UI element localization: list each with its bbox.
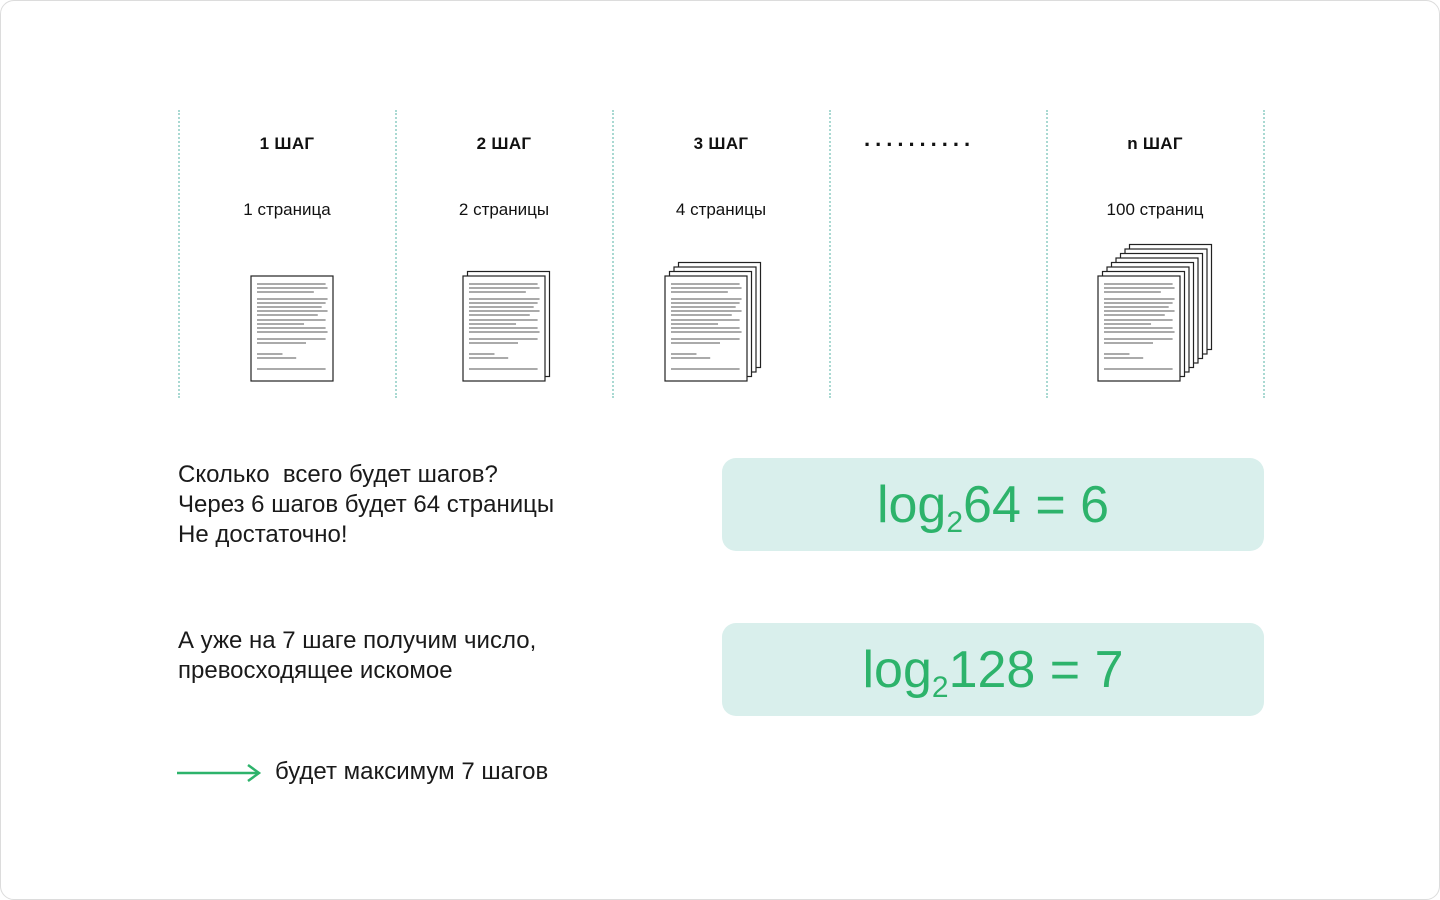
- step-title: 2 ШАГ: [476, 134, 532, 153]
- text-line: Не достаточно!: [178, 521, 348, 548]
- step-column-3: 3 ШАГ 4 страницы: [613, 110, 829, 398]
- step-column-2: 2 ШАГ 2 страницы: [396, 110, 612, 398]
- step-column-n: n ШАГ 100 страниц: [1047, 110, 1263, 398]
- column-divider: [612, 110, 614, 398]
- page-stack-icon: [664, 261, 762, 382]
- formula-rest: 128 = 7: [948, 640, 1124, 699]
- column-divider: [1263, 110, 1265, 398]
- log-text: log: [876, 475, 947, 534]
- arrow-right-icon: [177, 763, 262, 783]
- conclusion-row: будет максимум 7 шагов: [176, 756, 596, 790]
- step-title: n ШАГ: [1127, 134, 1183, 153]
- step-pages-label: 2 страницы: [458, 200, 550, 219]
- question-text: Сколько всего будет шагов? Через 6 шагов…: [178, 460, 554, 550]
- page-stack-icon: [462, 270, 551, 382]
- column-divider: [1046, 110, 1048, 398]
- page-sheet: [250, 275, 334, 382]
- formula-box-1: log264 = 6: [722, 458, 1264, 551]
- conclusion-text: будет максимум 7 шагов: [275, 758, 549, 785]
- column-divider: [829, 110, 831, 398]
- step-title: 3 ШАГ: [693, 134, 749, 153]
- column-divider: [395, 110, 397, 398]
- text-line: А уже на 7 шаге получим число,: [178, 627, 537, 654]
- answer-text: А уже на 7 шаге получим число, превосход…: [178, 626, 536, 686]
- step-column-1: 1 ШАГ 1 страница: [179, 110, 395, 398]
- page-stack-icon: [250, 275, 334, 382]
- step-pages-label: 4 страницы: [675, 200, 767, 219]
- step-pages-label: 100 страниц: [1106, 200, 1204, 219]
- step-title: 1 ШАГ: [259, 134, 315, 153]
- text-line: Сколько всего будет шагов?: [178, 461, 498, 488]
- text-line: превосходящее искомое: [178, 657, 453, 684]
- page-stack-icon: [1097, 243, 1213, 382]
- page-sheet: [462, 275, 546, 382]
- page-sheet: [1097, 275, 1181, 382]
- text-line: Через 6 шагов будет 64 страницы: [178, 491, 555, 518]
- formula-box-2: log2128 = 7: [722, 623, 1264, 716]
- page-sheet: [664, 275, 748, 382]
- formula-rest: 64 = 6: [963, 475, 1110, 534]
- formula-log2-64: log264 = 6: [876, 475, 1110, 539]
- log-base: 2: [946, 505, 964, 539]
- formula-log2-128: log2128 = 7: [862, 640, 1124, 704]
- column-divider: [178, 110, 180, 398]
- log-text: log: [862, 640, 932, 699]
- log-base: 2: [931, 670, 949, 704]
- step-pages-label: 1 страница: [243, 200, 331, 219]
- ellipsis: ..........: [864, 126, 976, 151]
